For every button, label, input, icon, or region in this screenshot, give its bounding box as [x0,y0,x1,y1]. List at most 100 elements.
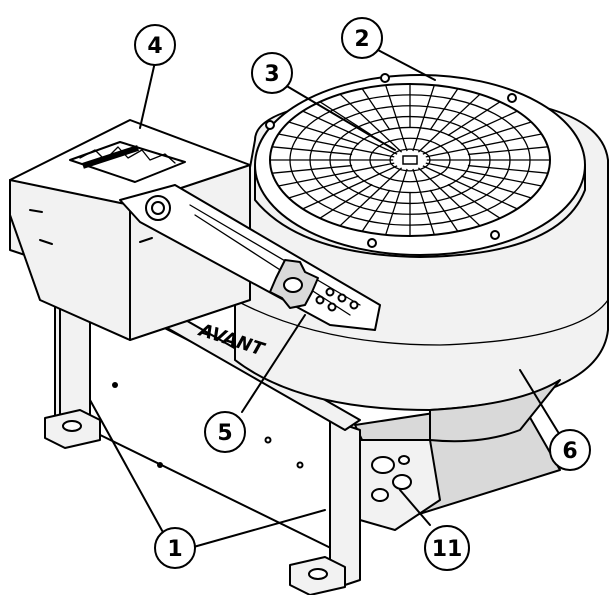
callout-label: 6 [562,439,577,464]
panel-screw [112,382,118,388]
callout-label: 1 [167,537,182,562]
grille-spoke [278,162,395,187]
leader-5 [241,314,306,413]
arm-notch [325,287,335,297]
label-bar [82,145,140,169]
leader-3 [284,84,396,151]
control-box-side [9,179,131,341]
callout-4: 4 [134,24,176,66]
leader-4 [139,61,156,129]
grille-spoke [288,175,360,199]
cover-screw [507,93,517,103]
leader-lines [89,49,559,549]
foot-right-hole [308,568,328,580]
cover-screw [367,238,377,248]
arm-notch [327,302,337,312]
leader-1b [189,509,326,549]
panel-hole [264,436,272,444]
leader-2 [377,49,436,81]
frame-front-right-leg [329,419,361,586]
bottom-plate-hole [392,474,412,490]
box-dash [139,237,153,243]
callout-label: 4 [147,34,162,59]
control-box [9,119,251,341]
pivot-bolt-inner [151,201,165,215]
leader-11 [399,489,431,526]
callout-label: 2 [354,27,369,52]
panel-screw [157,462,163,468]
grille-spoke [339,167,403,227]
grille-spoke [417,167,481,227]
callout-circle [154,527,196,569]
housing-underside [429,379,561,443]
callout-circle [251,52,293,94]
grille-spoke [447,183,501,219]
cover-screw [380,73,390,83]
grille-spoke [412,168,435,236]
callout-6: 6 [549,429,591,471]
grille-spoke [429,88,459,131]
grille-spoke [385,84,408,152]
leader-1a [89,399,171,546]
grille-spoke [361,88,391,131]
grille-spoke [319,101,373,137]
adjustment-arm [119,184,381,331]
intake-grille [269,83,551,237]
grille-spoke [417,93,481,153]
grille-spoke [460,175,532,199]
grille-spoke [302,110,398,155]
arm-notch [337,293,347,303]
grille-spoke [447,101,501,137]
callout-circle [424,525,470,571]
grille-spoke [319,183,373,219]
knob-hub [283,277,303,293]
cover-screw [490,230,500,240]
grille-spoke [302,165,398,210]
grille-spoke [460,121,532,145]
bottom-plate-hole [398,455,410,465]
callout-label: 3 [264,62,279,87]
label-graphic [79,146,176,164]
callout-label: 5 [217,421,232,446]
grille-spoke [422,165,518,210]
callout-circle [134,24,176,66]
grille-spoke [361,189,391,232]
grille-spoke [272,164,353,174]
cover-rim [254,164,586,258]
box-dash [29,209,43,213]
housing-seam [234,299,609,346]
callout-circle [204,411,246,453]
bottom-plate-hole [371,488,389,502]
grille-spoke [339,93,403,153]
grille-spoke [425,162,542,187]
arm-notch [349,300,359,310]
grille-spoke [429,189,459,232]
callout-circle [341,17,383,59]
callout-1: 1 [154,527,196,569]
callout-3: 3 [251,52,293,94]
grille-spoke [278,133,395,158]
callout-2: 2 [341,17,383,59]
grille-hub [402,155,418,165]
grille-spoke [385,168,408,236]
arm-plate [119,184,381,331]
grille-spoke [412,84,435,152]
callout-11: 11 [424,525,470,571]
grille-spoke [422,110,518,155]
grille-spoke [288,121,360,145]
panel-hole [296,461,304,469]
leader-6 [519,369,559,433]
grille-spoke [467,146,548,156]
callout-circle [549,429,591,471]
arm-notch [315,295,325,305]
grille-spoke [425,133,542,158]
label-plate [69,141,186,183]
grille-spoke [272,146,353,156]
callout-label: 11 [432,537,463,562]
grille-spoke [467,164,548,174]
foot-left-hole [62,420,82,432]
callout-5: 5 [204,411,246,453]
cover-screw [265,120,275,130]
